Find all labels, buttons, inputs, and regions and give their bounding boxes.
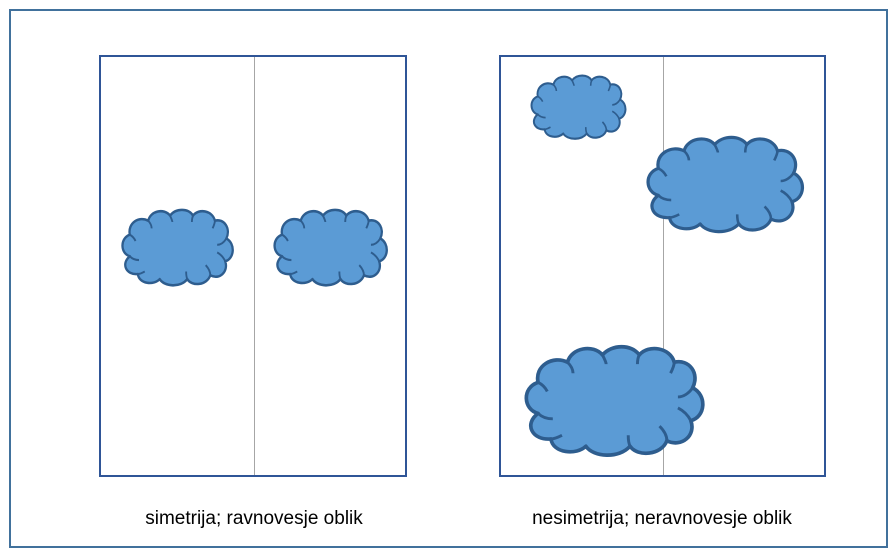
cloud-icon: [530, 74, 627, 140]
symmetry-axis: [663, 57, 664, 475]
caption-symmetric: simetrija; ravnovesje oblik: [145, 508, 363, 529]
cloud-icon: [121, 208, 235, 287]
cloud-icon: [524, 344, 705, 457]
cloud-icon: [646, 135, 805, 234]
symmetry-axis: [254, 57, 255, 475]
caption-asymmetric: nesimetrija; neravnovesje oblik: [532, 508, 792, 529]
cloud-icon: [273, 208, 389, 287]
